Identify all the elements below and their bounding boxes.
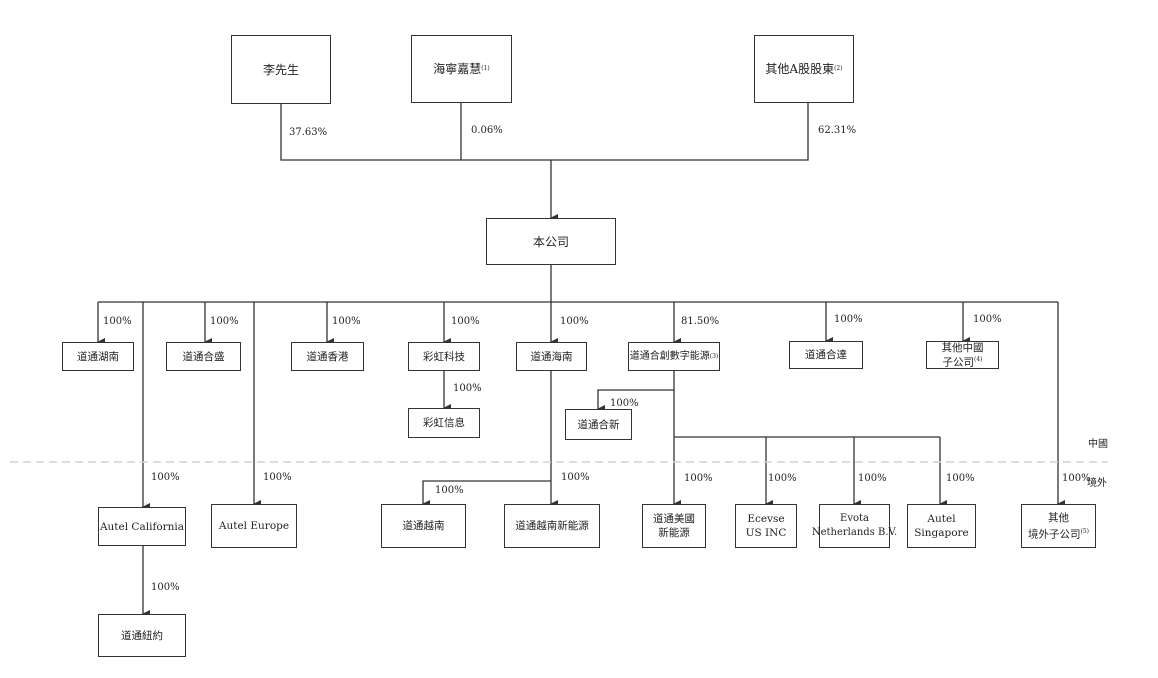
- pct-hechuang: 81.50%: [681, 316, 720, 327]
- label-line1: 道通美國: [653, 513, 695, 525]
- sub-autel-california: Autel California: [98, 507, 186, 546]
- pct-haining: 0.06%: [471, 125, 503, 136]
- pct-caihong-info: 100%: [453, 383, 482, 394]
- label: 道通湖南: [77, 350, 119, 363]
- label: 道通合新: [577, 418, 620, 431]
- pct-newyork: 100%: [151, 582, 180, 593]
- sub-hesheng: 道通合盛: [166, 342, 241, 371]
- pct-hongkong: 100%: [332, 316, 361, 327]
- sub-hechuang: 道通合創數字能源(3): [628, 342, 720, 371]
- sub-caihong-info: 彩虹信息: [408, 408, 480, 438]
- pct-evota: 100%: [858, 473, 887, 484]
- label: 道通香港: [306, 350, 349, 363]
- shareholder-mr-li: 李先生: [231, 35, 331, 104]
- label-line1: 其他: [1048, 511, 1069, 524]
- label-line1: Autel: [927, 513, 956, 525]
- label: 道通海南: [530, 350, 573, 363]
- pct-caihong-tech: 100%: [451, 316, 480, 327]
- pct-autel-europe: 100%: [263, 472, 292, 483]
- label-line2: 境外子公司: [1028, 528, 1081, 541]
- sub-vietnam-energy: 道通越南新能源: [504, 504, 600, 548]
- label-line1: 其他中國: [941, 341, 984, 354]
- sub-hexin: 道通合新: [565, 409, 632, 440]
- sub-hongkong: 道通香港: [291, 342, 364, 371]
- pct-vietnam-energy: 100%: [561, 472, 590, 483]
- label-line2: Singapore: [914, 527, 969, 539]
- sub-us-energy: 道通美國新能源: [642, 504, 706, 548]
- sub-newyork: 道通紐約: [98, 614, 186, 657]
- label: 道通合盛: [182, 350, 225, 363]
- label: Autel Europe: [218, 520, 290, 532]
- label: Autel California: [99, 520, 185, 533]
- sub-hainan: 道通海南: [516, 342, 587, 371]
- footnote: (4): [974, 355, 983, 363]
- company-box: 本公司: [486, 218, 616, 265]
- label-line2: 子公司: [942, 356, 975, 369]
- sub-ecevse: Ecevse US INC: [735, 504, 797, 548]
- label: 其他A股股東: [765, 62, 835, 76]
- region-overseas-label: 境外: [1087, 478, 1107, 489]
- sub-vietnam: 道通越南: [381, 504, 466, 548]
- footnote: (2): [834, 65, 843, 72]
- label: 本公司: [532, 234, 569, 249]
- label: 道通越南: [402, 520, 445, 532]
- footnote: (5): [1080, 527, 1090, 535]
- label-line2: 新能源: [658, 527, 690, 539]
- label-line2-wrap: 子公司(4): [943, 354, 983, 369]
- pct-other-china: 100%: [973, 314, 1002, 325]
- label-line2-wrap: 境外子公司(5): [1028, 525, 1089, 542]
- label: 李先生: [262, 62, 299, 77]
- shareholder-other-a: 其他A股股東(2): [754, 35, 854, 103]
- label: 道通合創數字能源: [629, 350, 710, 362]
- sub-other-china: 其他中國子公司(4): [926, 341, 999, 369]
- region-china-label: 中國: [1088, 439, 1108, 450]
- pct-ecevse: 100%: [768, 473, 797, 484]
- pct-other-a: 62.31%: [818, 125, 857, 136]
- sub-heda: 道通合達: [789, 341, 863, 369]
- pct-us-energy: 100%: [684, 473, 713, 484]
- label-line2: US INC: [745, 527, 787, 539]
- pct-hainan: 100%: [560, 316, 589, 327]
- sub-caihong-tech: 彩虹科技: [408, 342, 480, 371]
- pct-hunan: 100%: [103, 316, 132, 327]
- sub-hunan: 道通湖南: [62, 342, 134, 371]
- label: 彩虹科技: [423, 350, 465, 363]
- pct-autel-singapore: 100%: [946, 473, 975, 484]
- pct-vietnam: 100%: [435, 485, 464, 496]
- label: 道通合達: [805, 349, 847, 361]
- label-line1: Ecevse: [747, 513, 785, 525]
- pct-heda: 100%: [834, 314, 863, 325]
- pct-mr-li: 37.63%: [289, 127, 328, 138]
- label: 道通越南新能源: [515, 520, 589, 532]
- label: 道通紐約: [121, 629, 163, 642]
- label-line2: Netherlands B.V.: [811, 527, 898, 538]
- footnote: (1): [481, 65, 490, 72]
- pct-other-overseas: 100%: [1062, 473, 1091, 484]
- footnote: (3): [709, 352, 719, 360]
- pct-autel-california: 100%: [151, 472, 180, 483]
- sub-autel-europe: Autel Europe: [211, 504, 297, 548]
- label: 彩虹信息: [423, 417, 465, 429]
- sub-other-overseas: 其他境外子公司(5): [1021, 504, 1096, 548]
- pct-hesheng: 100%: [210, 316, 239, 327]
- label-line1: Evota: [840, 513, 869, 524]
- pct-hexin: 100%: [610, 398, 639, 409]
- label: 海寧嘉慧: [433, 62, 482, 76]
- shareholder-haining: 海寧嘉慧(1): [411, 35, 512, 103]
